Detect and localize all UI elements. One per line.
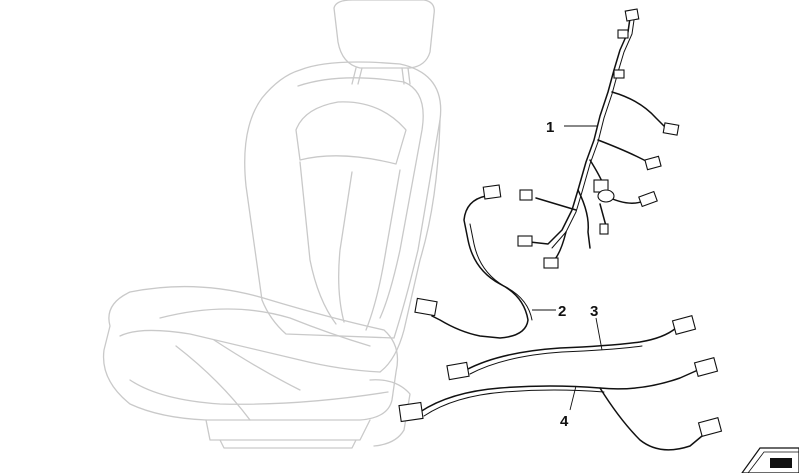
seat-cushion [102, 285, 399, 421]
connector-2a [482, 184, 502, 200]
cushion-side-bolster [129, 379, 389, 405]
connector-1a [624, 8, 640, 22]
seat-headrest [333, 0, 435, 69]
connector-4c [697, 416, 723, 438]
harness-1-clip [597, 189, 615, 203]
backrest-inner [297, 77, 424, 319]
callout-1: 1 [546, 119, 554, 136]
connector-1j [543, 257, 559, 269]
cushion-front-panel [119, 329, 381, 373]
harness-1-branch-h [599, 203, 607, 227]
callout-4: 4 [560, 413, 569, 430]
leader-line-3 [595, 317, 603, 351]
harness-1-branch-b [597, 139, 653, 165]
connector-1d [662, 122, 680, 136]
connector-2b [414, 297, 438, 317]
connector-3b [671, 314, 697, 336]
connector-1k [599, 223, 609, 235]
connector-1i [517, 235, 533, 247]
connector-1h [519, 189, 533, 201]
connector-4b [693, 356, 719, 378]
connector-1b [617, 29, 629, 39]
harness-2-cable [431, 195, 529, 339]
harness-4-cable-shadow [423, 389, 605, 417]
connector-1g [638, 190, 658, 208]
harness-3-cable-shadow [469, 345, 643, 375]
seat-base [205, 419, 371, 449]
callout-3: 3 [590, 303, 598, 320]
cushion-center-panel [159, 308, 371, 421]
catalog-corner-icon [741, 447, 799, 473]
harness-4-cable-b [599, 387, 703, 451]
connector-1c [613, 69, 625, 79]
seat-illustration [102, 0, 442, 449]
wiring-harness-part-3 [446, 314, 697, 381]
connector-3a [446, 361, 470, 381]
headrest-post-left [351, 67, 363, 85]
harness-4-cable-a [419, 369, 699, 413]
seat-backrest [244, 61, 442, 339]
leader-line-4 [569, 385, 577, 411]
backrest-center-panel-left [299, 161, 337, 325]
wiring-harness-part-4 [398, 356, 723, 451]
wiring-harness-part-1 [517, 8, 680, 269]
harness-1-trunk [529, 17, 631, 245]
backrest-right-bolster [379, 119, 441, 373]
harness-2-cable-shadow [469, 223, 533, 321]
harness-1-branch-e [535, 197, 577, 211]
backrest-upper-panel [295, 101, 407, 165]
callout-2: 2 [558, 303, 566, 320]
harness-1-trunk-shadow [551, 19, 635, 249]
harness-1-branch-g [577, 189, 591, 249]
backrest-side-bolster [365, 169, 401, 331]
wiring-harness-part-2 [414, 184, 533, 339]
connector-4a [398, 401, 424, 423]
harness-3-cable [465, 327, 677, 371]
harness-1-branch-a [611, 91, 667, 129]
backrest-center-panel-right [338, 171, 353, 323]
connector-1e [644, 155, 662, 171]
